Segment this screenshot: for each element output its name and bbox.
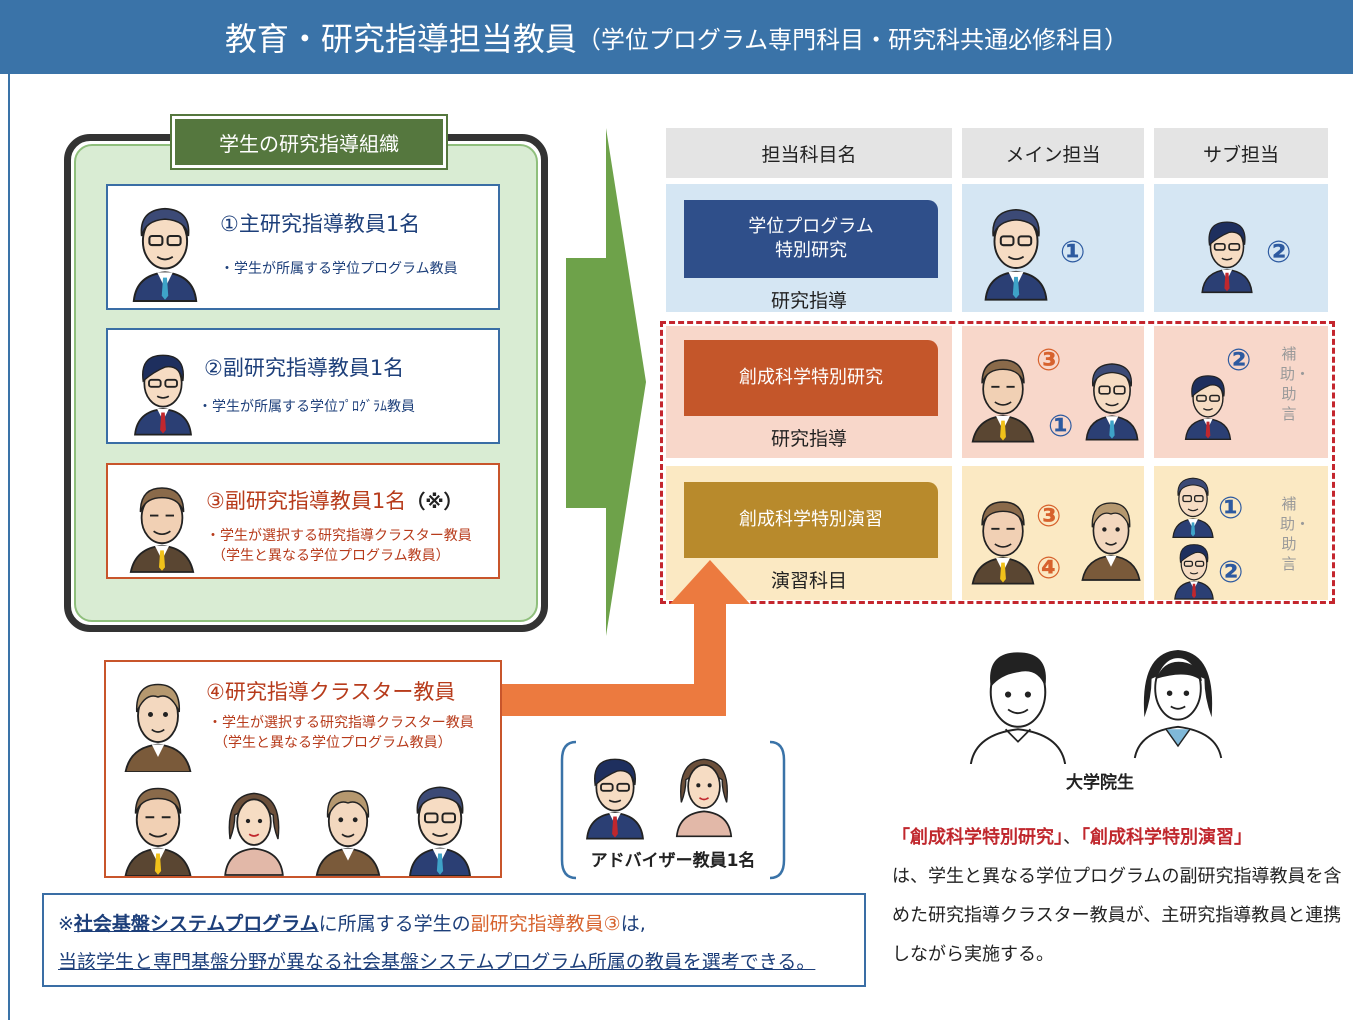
row3-main-num-2: ④ xyxy=(1036,551,1062,586)
header-main: メイン担当 xyxy=(962,128,1144,178)
advisor-avatar-male xyxy=(580,744,650,840)
row3-main-num-1: ③ xyxy=(1036,499,1062,534)
row3-sub-num-1: ① xyxy=(1218,491,1244,526)
card-note: ・学生が所属する学位プログラム教員 xyxy=(220,261,458,277)
cluster-supervisor-avatar xyxy=(126,475,198,573)
student-female-avatar xyxy=(1130,636,1226,760)
note-mark: ※ xyxy=(58,913,74,935)
subject-degree-research: 学位プログラム 特別研究 xyxy=(684,200,938,278)
advisor-bracket xyxy=(560,740,786,880)
row2-sub-cell xyxy=(1154,326,1328,458)
card-main-supervisor: ①主研究指導教員1名 ・学生が所属する学位プログラム教員 xyxy=(106,184,500,310)
row2-category: 研究指導 xyxy=(770,428,847,450)
subject-special-research: 創成科学特別研究 xyxy=(684,340,938,416)
students-label: 大学院生 xyxy=(1066,773,1134,793)
advisor-label: アドバイザー教員1名 xyxy=(590,851,756,871)
note-line-2: 当該学生と専門基盤分野が異なる社会基盤システムプログラム所属の教員を選考できる。 xyxy=(58,947,815,974)
cluster-teachers-box: ④研究指導クラスター教員 ・学生が選択する研究指導クラスター教員 （学生と異なる… xyxy=(104,660,502,878)
page-title: 教育・研究指導担当教員 （学位プログラム専門科目・研究科共通必修科目） xyxy=(0,0,1353,74)
card-title: ①主研究指導教員1名 xyxy=(220,212,421,236)
note-supervisor: 副研究指導教員③ xyxy=(470,913,621,935)
green-arrow xyxy=(566,128,646,636)
row1-sub-num: ② xyxy=(1266,235,1292,270)
orange-arrow xyxy=(500,560,750,716)
explanation-text: 「創成科学特別研究」、「創成科学特別演習」 は、学生と異なる学位プログラムの副研… xyxy=(892,818,1342,974)
row1-sub-avatar xyxy=(1196,204,1258,298)
explain-separator: 、 xyxy=(1063,827,1081,848)
card-note-2: （学生と異なる学位プログラム教員） xyxy=(212,548,450,564)
row1-category: 研究指導 xyxy=(770,290,847,312)
row1-main-avatar xyxy=(978,196,1054,302)
card-title: ③副研究指導教員1名（※） xyxy=(206,485,463,515)
note-program: 社会基盤システムプログラム xyxy=(73,913,319,935)
left-border-line xyxy=(8,74,10,1020)
note-line-1: ※社会基盤システムプログラムに所属する学生の副研究指導教員③は, xyxy=(58,909,646,936)
row2-sub-num: ② xyxy=(1226,343,1252,378)
title-sub: （学位プログラム専門科目・研究科共通必修科目） xyxy=(576,25,1129,54)
explain-body: は、学生と異なる学位プログラムの副研究指導教員を含めた研究指導クラスター教員が、… xyxy=(892,866,1342,965)
row1-main-num: ① xyxy=(1060,235,1086,270)
card-note: ・学生が所属する学位ﾌﾟﾛｸﾞﾗﾑ教員 xyxy=(198,399,415,415)
org-panel-title: 学生の研究指導組織 xyxy=(172,116,446,168)
card-note-1: ・学生が選択する研究指導クラスター教員 xyxy=(206,528,472,544)
row3-category: 演習科目 xyxy=(770,570,847,592)
card-sub-supervisor: ②副研究指導教員1名 ・学生が所属する学位ﾌﾟﾛｸﾞﾗﾑ教員 xyxy=(106,328,500,444)
cluster-teacher-avatar xyxy=(120,672,196,772)
main-supervisor-avatar xyxy=(126,196,204,302)
card-title-mark: （※） xyxy=(406,491,463,513)
cluster-note-1: ・学生が選択する研究指導クラスター教員 xyxy=(208,715,474,731)
subject-special-exercise: 創成科学特別演習 xyxy=(684,482,938,558)
header-subject: 担当科目名 xyxy=(666,128,952,178)
subject-line-2: 特別研究 xyxy=(775,240,847,261)
cluster-avatar-2 xyxy=(218,778,290,876)
card-cluster-supervisor: ③副研究指導教員1名（※） ・学生が選択する研究指導クラスター教員 （学生と異な… xyxy=(106,463,500,579)
card-title-text: ③副研究指導教員1名 xyxy=(206,489,407,513)
advisor-avatar-female xyxy=(670,742,738,840)
program-note-box: ※社会基盤システムプログラムに所属する学生の副研究指導教員③は, 当該学生と専門… xyxy=(42,893,866,987)
cluster-subjects-frame xyxy=(660,321,1335,604)
cluster-avatar-3 xyxy=(312,778,384,876)
explain-highlight-2: 「創成科学特別演習」 xyxy=(1081,827,1252,848)
subject-line-1: 学位プログラム xyxy=(748,216,874,237)
sub-supervisor-avatar xyxy=(128,340,198,436)
note-end: は, xyxy=(620,913,646,935)
row2-main-num-1: ③ xyxy=(1036,343,1062,378)
cluster-avatar-4 xyxy=(402,776,478,876)
row3-sub-note: 補助・助言 xyxy=(1280,495,1311,573)
row3-sub-num-2: ② xyxy=(1218,555,1244,590)
cluster-avatar-1 xyxy=(120,776,196,876)
cluster-note-2: （学生と異なる学位プログラム教員） xyxy=(214,735,452,751)
row2-main-num-2: ① xyxy=(1048,409,1074,444)
header-sub: サブ担当 xyxy=(1154,128,1328,178)
note-l2-underlined: 学生と専門基盤分野が異なる社会基盤システムプログラム所属の教員を選考できる。 xyxy=(96,951,816,973)
card-title: ②副研究指導教員1名 xyxy=(204,356,405,380)
student-male-avatar xyxy=(968,640,1068,764)
cluster-title: ④研究指導クラスター教員 xyxy=(206,680,456,704)
title-main: 教育・研究指導担当教員 xyxy=(224,20,577,58)
note-l2-start: 当該 xyxy=(58,951,97,973)
note-mid: に所属する学生の xyxy=(318,913,471,935)
explain-highlight-1: 「創成科学特別研究」 xyxy=(892,827,1063,848)
